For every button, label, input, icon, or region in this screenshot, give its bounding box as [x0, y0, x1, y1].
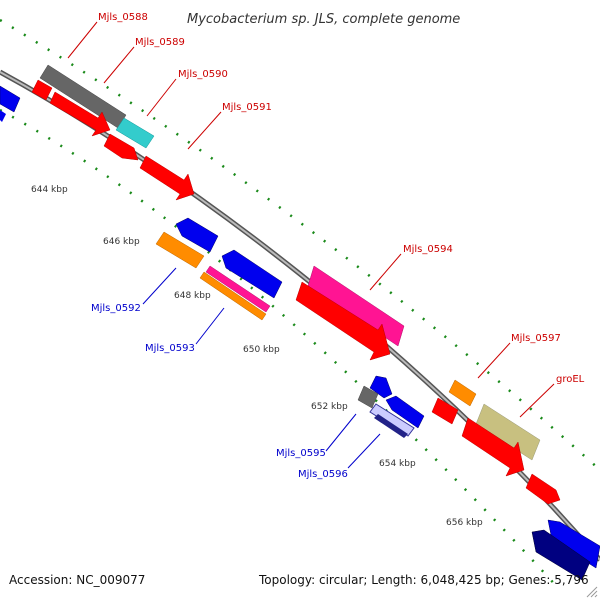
tick-label: 644 kbp — [31, 185, 68, 195]
gene-mjls-0594[interactable] — [307, 265, 405, 347]
gene-red-small-a[interactable] — [31, 79, 53, 101]
tick-label: 648 kbp — [174, 291, 211, 301]
outer-tick-track — [0, 18, 600, 471]
genome-stats-text: Topology: circular; Length: 6,048,425 bp… — [259, 573, 589, 587]
gene-label[interactable]: Mjls_0593 — [145, 343, 195, 354]
gene-mjls-0589[interactable] — [49, 91, 111, 137]
resize-grip-icon[interactable] — [584, 584, 598, 598]
gene-navy[interactable] — [531, 529, 591, 581]
tick-label: 656 kbp — [446, 518, 483, 528]
gene-blue-c[interactable] — [369, 375, 393, 399]
gene-blue-b[interactable] — [221, 249, 283, 299]
genome-backbone — [0, 69, 600, 562]
accession-text: Accession: NC_009077 — [9, 573, 146, 587]
gene-mjls-0590[interactable] — [115, 117, 155, 149]
gene-label[interactable]: Mjls_0594 — [403, 244, 453, 255]
gene-blue-a[interactable] — [175, 217, 219, 253]
gene-label[interactable]: Mjls_0588 — [98, 12, 148, 23]
gene-mjls-0597[interactable] — [448, 379, 477, 407]
gene-label[interactable]: Mjls_0590 — [178, 69, 228, 80]
reverse-leader-lines — [142, 267, 381, 469]
gene-red-large[interactable] — [295, 281, 391, 361]
gene-label[interactable]: Mjls_0595 — [276, 448, 326, 459]
tick-label: 646 kbp — [103, 237, 140, 247]
gene-red-medium[interactable] — [461, 417, 525, 477]
gene-red-small-c[interactable] — [431, 397, 459, 425]
gene-mjls-0592[interactable] — [155, 231, 205, 269]
tick-label: 652 kbp — [311, 402, 348, 412]
gene-groel[interactable] — [475, 403, 541, 461]
gene-label[interactable]: groEL — [556, 374, 585, 385]
gene-red-small-d[interactable] — [525, 473, 561, 505]
tick-label: 650 kbp — [243, 345, 280, 355]
forward-leader-lines — [67, 21, 555, 418]
gene-label[interactable]: Mjls_0589 — [135, 37, 185, 48]
gene-mjls-0595[interactable] — [357, 385, 379, 409]
gene-label[interactable]: Mjls_0596 — [298, 469, 348, 480]
gene-red-small-b[interactable] — [103, 133, 139, 161]
gene-label[interactable]: Mjls_0592 — [91, 303, 141, 314]
gene-mjls-0596[interactable] — [369, 403, 415, 438]
map-title: Mycobacterium sp. JLS, complete genome — [187, 12, 460, 27]
gene-blue-d[interactable] — [385, 395, 425, 429]
gene-blue-edge[interactable] — [0, 85, 21, 122]
gene-mjls-0593[interactable] — [199, 265, 271, 321]
gene-label[interactable]: Mjls_0597 — [511, 333, 561, 344]
tick-label: 654 kbp — [379, 459, 416, 469]
gene-label[interactable]: Mjls_0591 — [222, 102, 272, 113]
gene-mjls-0591[interactable] — [139, 155, 195, 201]
